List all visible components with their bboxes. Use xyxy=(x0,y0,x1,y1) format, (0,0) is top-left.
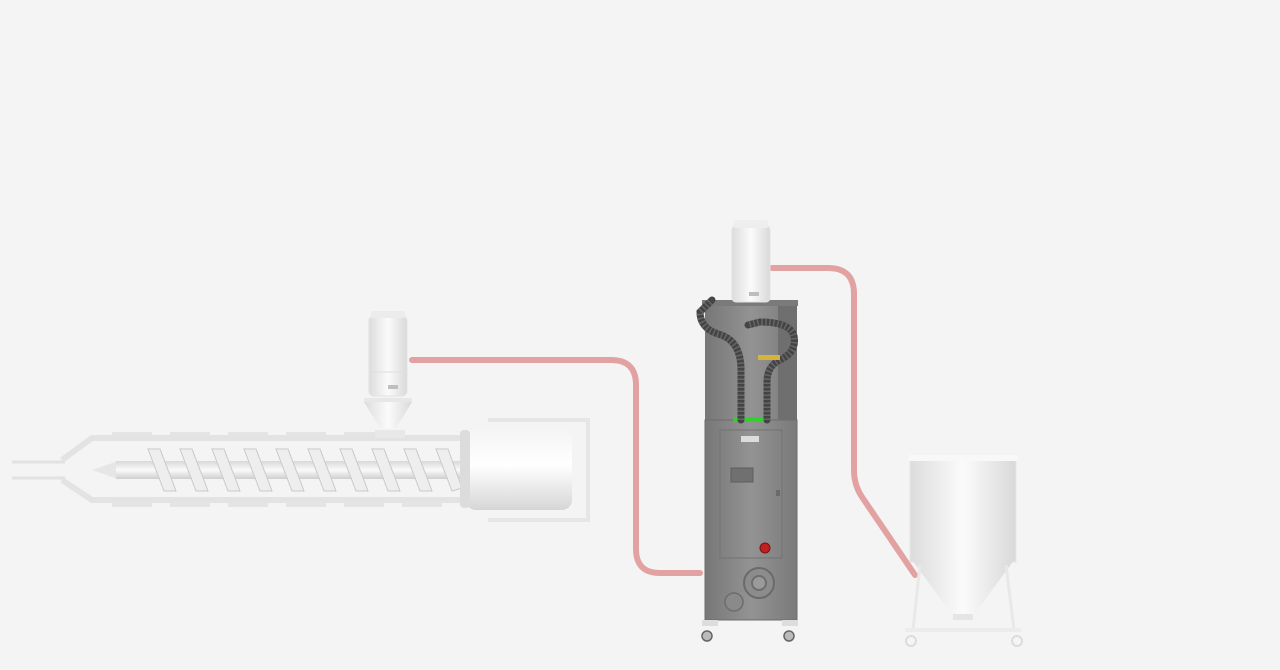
dryer-casters xyxy=(701,620,798,642)
drive-housing-body xyxy=(466,428,572,510)
hopper-loader-cylinder xyxy=(368,315,408,397)
storage-leg-left xyxy=(911,564,922,631)
air-inlet-filter xyxy=(724,592,744,612)
material-storage-hopper xyxy=(905,455,1023,647)
barrel-outline xyxy=(60,435,462,503)
dryer-loader-sensor xyxy=(749,292,759,296)
storage-hopper-outlet xyxy=(953,614,973,620)
storage-hopper-cone xyxy=(912,560,1014,616)
dryer-door xyxy=(719,429,783,559)
screw-tip xyxy=(92,461,118,479)
storage-hopper-cylinder xyxy=(909,457,1017,563)
drive-housing-outline xyxy=(488,418,590,522)
dryer-hose-right-ribs xyxy=(747,318,798,420)
dryer-loader-cylinder xyxy=(731,225,771,303)
pipe-storage-to-dryer-loader xyxy=(769,265,918,578)
emergency-stop-button[interactable] xyxy=(759,542,771,554)
dryer-filter-band xyxy=(758,355,780,360)
dryer-brand-badge xyxy=(741,436,759,442)
storage-leg-right xyxy=(1004,564,1016,631)
hopper-loader xyxy=(364,311,412,428)
hopper-loader-flange xyxy=(364,398,412,402)
dryer-loader-lid xyxy=(734,220,768,228)
hopper-loader-lid xyxy=(371,311,405,318)
dehumidifying-dryer xyxy=(696,220,798,642)
pipe-dryer-to-hopper-loader xyxy=(409,357,703,576)
screw-flights xyxy=(147,448,463,492)
drive-housing-shade xyxy=(460,430,470,508)
storage-wheel-right xyxy=(1011,635,1023,647)
dryer-top-plate xyxy=(702,300,798,306)
heater-bands xyxy=(112,432,442,507)
conveying-pipes xyxy=(409,265,918,578)
storage-base-frame xyxy=(905,628,1021,632)
hopper-cone xyxy=(364,402,412,428)
dryer-status-led-strip xyxy=(733,417,767,422)
injection-unit xyxy=(12,418,590,522)
dryer-hose-left-ribs xyxy=(696,297,745,420)
dryer-display-window xyxy=(730,467,754,483)
caster-wheel-left xyxy=(701,630,713,642)
storage-hopper-rim xyxy=(908,455,1018,461)
hopper-loader-sensor xyxy=(388,385,398,389)
feed-throat xyxy=(375,430,405,438)
storage-wheel-left xyxy=(905,635,917,647)
blower-hub xyxy=(751,575,767,591)
caster-wheel-right xyxy=(783,630,795,642)
dryer-door-handle xyxy=(776,490,780,496)
